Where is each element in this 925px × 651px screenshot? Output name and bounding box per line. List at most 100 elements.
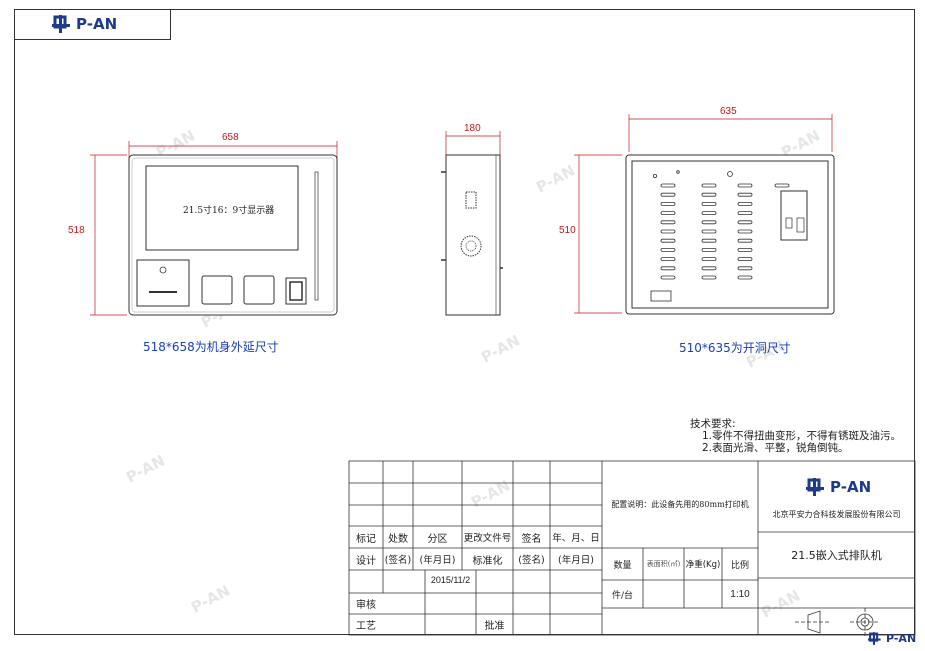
brand-mark-icon (52, 15, 70, 33)
vent-slot (660, 201, 676, 206)
vent-slot (737, 247, 753, 252)
back-width-label: 635 (720, 106, 737, 117)
vent-slot (660, 220, 676, 225)
screen-outline (145, 165, 299, 251)
vent-slot (660, 192, 676, 197)
side-width-dimension (445, 131, 501, 158)
scale-label: 比例 (730, 560, 749, 571)
vent-slot (737, 220, 753, 225)
back-vent-slots (660, 183, 790, 280)
front-width-dimension (128, 141, 338, 158)
tech-item: 1.零件不得扭曲变形，不得有锈斑及油污。 (702, 430, 902, 442)
header-count: 处数 (388, 533, 408, 545)
product-name: 21.5嵌入式排队机 (791, 549, 882, 562)
tech-requirements: 技术要求: 1.零件不得扭曲变形，不得有锈斑及油污。 2.表面光滑、平整，锐角倒… (690, 418, 901, 454)
vent-slot (737, 266, 753, 271)
vent-slot (660, 275, 676, 280)
title-block-logo: P-AN (806, 478, 871, 496)
header-mark: 标记 (356, 533, 376, 545)
brand-name: P-AN (886, 632, 917, 645)
card-reader-1 (201, 275, 233, 305)
vent-slot (701, 247, 717, 252)
vent-slot (737, 257, 753, 262)
vent-slot (701, 266, 717, 271)
brand-logo: P-AN (52, 15, 117, 33)
vent-slot (737, 192, 753, 197)
vent-slot (701, 238, 717, 243)
vent-slot (701, 211, 717, 216)
vent-slot (774, 183, 790, 188)
projection-symbol (795, 608, 880, 636)
vent-slot (701, 229, 717, 234)
header-signature: 签名 (521, 533, 542, 545)
vent-slot (660, 211, 676, 216)
side-width-label: 180 (464, 123, 481, 134)
vent-slot (701, 220, 717, 225)
brand-name: P-AN (830, 478, 872, 496)
vent-slot (737, 275, 753, 280)
front-height-label: 518 (68, 225, 85, 236)
logo-box: P-AN (14, 9, 171, 40)
front-height-dimension (90, 154, 127, 316)
vent-slot (660, 257, 676, 262)
drawing-frame (14, 9, 915, 635)
standardization-date: (年月日) (558, 555, 594, 566)
back-height-label: 510 (559, 225, 576, 236)
side-slot (314, 171, 319, 301)
side-vent (465, 191, 477, 209)
back-caption: 510*635为开洞尺寸 (679, 341, 791, 355)
back-width-dimension (628, 114, 833, 152)
vent-slot (660, 238, 676, 243)
vent-slot (660, 183, 676, 188)
vent-slot (660, 266, 676, 271)
vent-slot (737, 211, 753, 216)
brand-name: P-AN (76, 15, 118, 33)
approve-label: 批准 (484, 621, 505, 632)
design-signature: (签名) (384, 555, 412, 566)
scale-value: 1:10 (730, 588, 750, 600)
scanner-module (285, 277, 307, 305)
screen-label: 21.5寸16：9寸显示器 (183, 206, 275, 216)
footer-logo: P-AN (868, 632, 916, 645)
title-block-grid (348, 460, 916, 636)
standardization-signature: (签名) (518, 555, 545, 566)
standardization-label: 标准化 (472, 555, 503, 567)
vent-slot (701, 201, 717, 206)
design-date: (年月日) (419, 555, 456, 566)
speaker-grille (460, 235, 482, 257)
printer-module (136, 259, 190, 307)
company-name: 北京平安力合科技发展股份有限公司 (772, 509, 901, 519)
brand-mark-icon (806, 478, 824, 496)
header-date: 年、月、日 (552, 533, 600, 544)
weight-label: 净重(Kg) (685, 560, 721, 570)
design-date-value: 2015/11/2 (430, 575, 471, 585)
tech-heading: 技术要求: (690, 418, 736, 430)
vent-slot (701, 183, 717, 188)
vent-slot (737, 183, 753, 188)
unit-label: 件/台 (611, 590, 634, 601)
vent-slot (701, 257, 717, 262)
vent-slot (737, 229, 753, 234)
vent-slot (660, 247, 676, 252)
quantity-label: 数量 (613, 560, 632, 571)
vent-slot (701, 275, 717, 280)
back-height-dimension (574, 154, 622, 314)
front-caption: 518*658为机身外延尺寸 (143, 340, 279, 354)
back-port (650, 290, 672, 302)
card-reader-2 (243, 275, 275, 305)
design-label: 设计 (356, 555, 376, 567)
area-label: 表面积(㎡) (646, 560, 681, 568)
side-body-outline (445, 154, 501, 316)
config-note: 配置说明：此设备先用的80mm打印机 (611, 500, 749, 509)
tech-item: 2.表面光滑、平整，锐角倒钝。 (702, 442, 849, 454)
process-label: 工艺 (356, 621, 376, 632)
vent-slot (660, 229, 676, 234)
vent-slot (737, 238, 753, 243)
front-width-label: 658 (222, 132, 239, 143)
header-change-doc: 更改文件号 (463, 533, 512, 544)
back-module (780, 190, 808, 241)
vent-slot (701, 192, 717, 197)
review-label: 审核 (356, 600, 376, 611)
vent-slot (737, 201, 753, 206)
